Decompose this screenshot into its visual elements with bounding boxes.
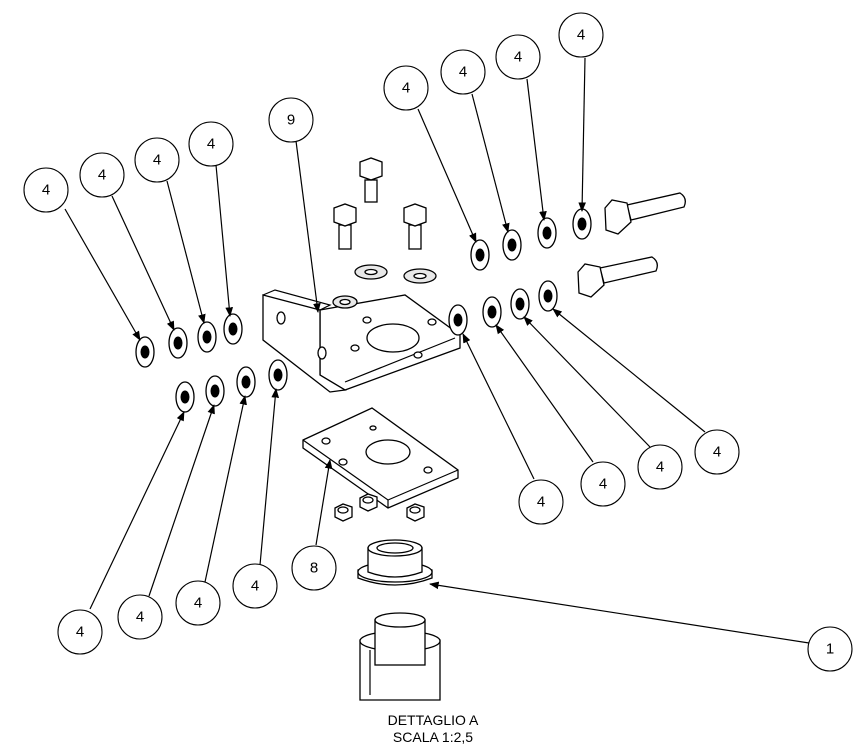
washer (502, 229, 522, 261)
balloon-label: 1 (826, 641, 834, 658)
washer (482, 296, 502, 328)
balloon-washer: 4 (383, 65, 429, 111)
nuts (334, 493, 425, 522)
washer (197, 321, 217, 353)
angle-bracket (262, 289, 461, 393)
bushing (357, 539, 433, 586)
balloon-label: 4 (537, 494, 545, 511)
balloon-label: 4 (153, 152, 161, 169)
balloon-angle-bracket: 9 (268, 97, 314, 143)
detail-title: DETTAGLIO A (387, 712, 479, 728)
balloon-label: 4 (656, 459, 664, 476)
balloon-washer: 4 (23, 167, 69, 213)
balloon-washer: 4 (440, 49, 486, 95)
washer (510, 288, 530, 320)
leader-lines (64, 57, 810, 644)
balloon-washer: 4 (79, 152, 125, 198)
balloon-label: 4 (76, 624, 84, 641)
balloon-label: 4 (599, 476, 607, 493)
washer (470, 239, 490, 271)
washer (223, 313, 243, 345)
balloon-bushing: 1 (807, 626, 853, 672)
balloon-label: 4 (194, 595, 202, 612)
balloon-washer: 4 (580, 461, 626, 507)
detail-scale: SCALA 1:2,5 (392, 729, 474, 745)
balloon-label: 4 (207, 136, 215, 153)
washer (175, 381, 195, 413)
balloon-label: 4 (98, 167, 106, 184)
balloon-flat-plate: 8 (291, 545, 337, 591)
washer (537, 217, 557, 249)
washer (236, 366, 256, 398)
balloons: 4 4 4 4 4 4 4 4 4 4 4 4 4 4 4 4 9 8 1 (23, 12, 853, 672)
balloon-washer: 4 (134, 137, 180, 183)
balloon-label: 4 (577, 27, 585, 44)
washer (538, 280, 558, 312)
balloon-washer: 4 (558, 12, 604, 58)
washer (572, 208, 592, 240)
horizontal-bolts (577, 192, 686, 298)
balloon-washer: 4 (57, 609, 103, 655)
balloon-label: 4 (402, 80, 410, 97)
balloon-label: 8 (310, 560, 318, 577)
washer (448, 304, 468, 336)
balloon-label: 9 (287, 112, 295, 129)
washer (168, 327, 188, 359)
balloon-label: 4 (136, 609, 144, 626)
balloon-label: 4 (514, 49, 522, 66)
balloon-washer: 4 (637, 444, 683, 490)
flat-plate (302, 407, 459, 509)
washers (135, 208, 592, 413)
washer (268, 359, 288, 391)
balloon-washer: 4 (694, 429, 740, 475)
shaft (359, 612, 441, 701)
balloon-washer: 4 (518, 479, 564, 525)
balloon-washer: 4 (495, 34, 541, 80)
balloon-label: 4 (42, 182, 50, 199)
balloon-washer: 4 (188, 121, 234, 167)
balloon-label: 4 (713, 444, 721, 461)
vertical-bolts (333, 157, 437, 284)
balloon-label: 4 (251, 578, 259, 595)
detail-caption: DETTAGLIO A SCALA 1:2,5 (333, 712, 533, 746)
washer (205, 375, 225, 407)
washer (135, 336, 155, 368)
balloon-washer: 4 (232, 563, 278, 609)
balloon-washer: 4 (117, 594, 163, 640)
balloon-washer: 4 (175, 580, 221, 626)
balloon-label: 4 (459, 64, 467, 81)
